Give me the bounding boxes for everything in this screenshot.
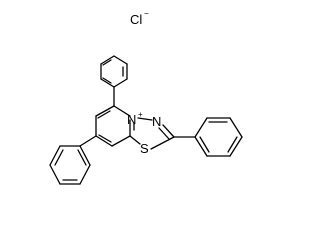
chloride-charge: − (144, 9, 149, 18)
thiadiazole-ring: N S (129, 114, 175, 156)
chloride-symbol: Cl (130, 12, 142, 27)
chemical-structure-diagram: Cl − N + N S (49, 9, 243, 185)
phenyl-ring-bottom-left (49, 135, 97, 185)
imine-nitrogen-label: N (152, 114, 161, 129)
chloride-counterion: Cl − (130, 9, 149, 27)
sulfur-label: S (140, 141, 149, 156)
ring-nitrogen-label: N (127, 112, 136, 127)
ring-nitrogen-charge: + (138, 110, 143, 119)
phenyl-ring-top (100, 55, 128, 107)
phenyl-ring-right (173, 117, 243, 157)
pyridinium-ring: N + (95, 105, 143, 147)
